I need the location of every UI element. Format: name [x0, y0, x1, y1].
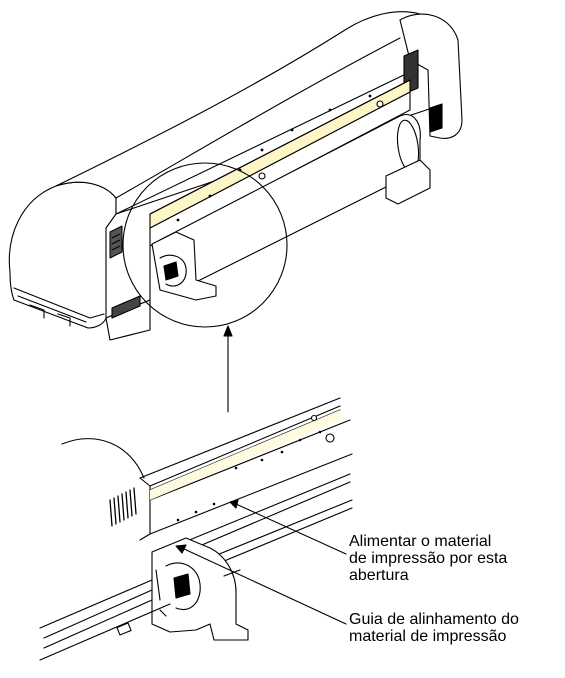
callout-alignment-guide: Guia de alinhamento do material de impre… [349, 611, 519, 645]
bottom-connector [111, 295, 141, 319]
detail-vent [109, 487, 137, 527]
right-port [429, 103, 443, 133]
left-end-cap [8, 181, 117, 329]
zoom-arrow [223, 325, 233, 413]
callout-feed-line3: abertura [349, 567, 409, 584]
zoom-circle [122, 162, 288, 328]
media-roll [159, 114, 421, 291]
callout-leaders [175, 499, 347, 625]
printer-overview [8, 11, 463, 341]
leader-feed-opening [235, 503, 347, 555]
detail-view [39, 397, 353, 661]
callout-feed-opening: Alimentar o material de impressão por es… [349, 533, 507, 584]
cover-rivets [176, 94, 372, 222]
callout-feed-line1: Alimentar o material [349, 533, 492, 550]
callout-guide-line1: Guia de alinhamento do [349, 611, 519, 628]
callout-feed-line2: de impressão por esta [349, 550, 508, 567]
leader-alignment-guide [181, 547, 347, 625]
left-vent [109, 225, 123, 259]
roll-bracket-left [151, 231, 217, 301]
roll-bracket-right [385, 159, 431, 205]
right-end-cap [399, 13, 463, 139]
callout-guide-line2: material de impressão [349, 628, 507, 645]
top-cover [55, 11, 457, 215]
